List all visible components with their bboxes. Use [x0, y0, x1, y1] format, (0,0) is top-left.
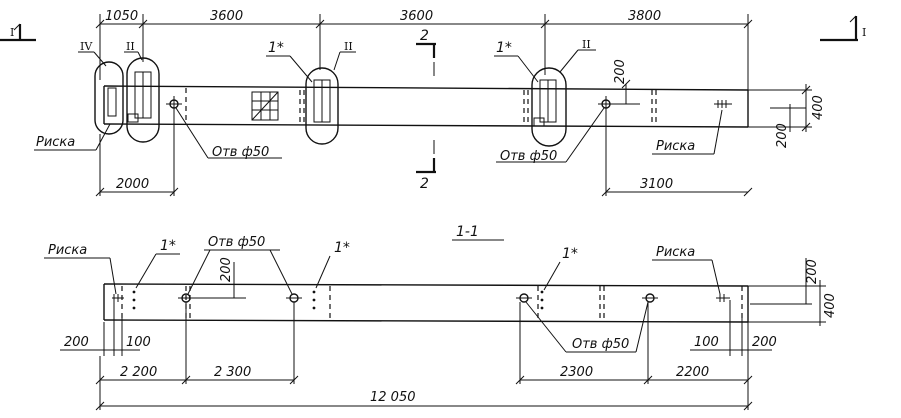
reinforcement-mesh: [251, 91, 279, 121]
dim-3800: 3800: [628, 9, 661, 24]
hole-left-text: Отв ф50: [212, 145, 269, 160]
section-mark-left: I: [0, 23, 36, 42]
section-dim-200-right-bottom: 200: [752, 335, 777, 350]
dim-hole-200: 200: [613, 59, 628, 84]
embedded-parts-right: [523, 79, 557, 127]
section-mark-right: I: [820, 15, 866, 42]
section-star-right: 1*: [562, 246, 578, 262]
hole-left: [166, 96, 182, 112]
callout-mid-ellipse: [305, 67, 339, 145]
dim-3100: 3100: [640, 177, 673, 192]
section-dim-100-right: 100: [694, 335, 719, 350]
section-star-mid: 1*: [334, 240, 350, 256]
section-hole-2: [286, 293, 302, 303]
dim-3600-left: 3600: [210, 9, 243, 24]
risk-label-right: Риска: [652, 109, 723, 155]
section-dim-2200-left: 2 200: [120, 365, 157, 380]
section-star-labels: 1* 1* 1*: [135, 238, 578, 291]
section-title: 1-1: [456, 224, 479, 240]
hole-right-text: Отв ф50: [500, 149, 557, 164]
hole-label-left: Отв ф50: [175, 107, 282, 160]
top-view: 1050 3600 3600 3800 I I: [0, 9, 866, 197]
callout-labels: IV II 1* II 1* II: [78, 38, 596, 83]
dim-400-top: 400: [811, 95, 826, 120]
callout-right-ellipse: [531, 67, 567, 147]
section-2-top-label: 2: [420, 28, 429, 44]
section-dim-hole-200: 200: [219, 257, 234, 282]
callout-ii-mid-label: II: [344, 40, 353, 53]
section-risk-left-text: Риска: [48, 243, 87, 258]
section-dim-400-right: 400: [823, 293, 838, 318]
dim-bottom-top-view: 2000 3100: [95, 112, 753, 197]
section-dim-hole-offset: 200: [190, 257, 246, 299]
section-dim-right-vertical: 200 400: [748, 258, 838, 326]
section-dim-12050: 12 050: [370, 390, 416, 405]
callout-ii-left-label: II: [126, 40, 135, 53]
hole-label-right: Отв ф50: [496, 107, 605, 164]
section-star-left: 1*: [160, 238, 176, 254]
beam-section-outline: [103, 283, 749, 323]
beam-top-outline: [103, 85, 749, 128]
section-mark-left-label: I: [10, 26, 14, 39]
section-hole-bottom-text: Отв ф50: [572, 337, 629, 352]
section-hole-bottom-label: Отв ф50: [525, 301, 649, 353]
top-dimension-chain: 1050 3600 3600 3800: [95, 9, 753, 90]
section-dim-small-row: 200 100 100 200: [60, 300, 777, 356]
section-hole-top-label: Отв ф50: [187, 235, 293, 295]
embedded-parts-left: [107, 71, 152, 123]
section-dim-2200-right: 2200: [676, 365, 709, 380]
callout-star1-a-label: 1*: [268, 40, 284, 56]
section-risk-label-left: Риска: [44, 243, 117, 295]
dim-2000: 2000: [116, 177, 149, 192]
section-hole-4: [642, 293, 658, 303]
risk-mark-right: [714, 100, 732, 108]
section-dim-200-right: 200: [805, 259, 820, 284]
section-dim-middle-row: 2 200 2 300 2300 2200: [95, 302, 753, 410]
callout-iv-ellipse: [94, 61, 124, 135]
dim-1050: 1050: [105, 9, 138, 24]
risk-label-left: Риска: [34, 123, 111, 151]
callout-ii-right-label: II: [582, 38, 591, 51]
section-hole-top-text: Отв ф50: [208, 235, 265, 250]
section-mark-right-label: I: [862, 26, 866, 39]
section-risk-label-right: Риска: [652, 245, 721, 295]
section-embedded-dots: [132, 290, 544, 310]
embedded-parts-mid: [299, 79, 331, 124]
dim-3600-right: 3600: [400, 9, 433, 24]
section-view: 1-1: [44, 224, 838, 411]
section-risk-mark-right: [716, 294, 730, 302]
risk-right-text: Риска: [656, 139, 695, 154]
dim-right-vertical: 400 200: [748, 84, 826, 148]
dim-200-lower: 200: [775, 123, 790, 148]
section-dim-200-left: 200: [64, 335, 89, 350]
callout-star1-b-label: 1*: [496, 40, 512, 56]
section-dim-100-left: 100: [126, 335, 151, 350]
section-hole-3: [516, 293, 532, 303]
callout-ii-left-ellipse: [126, 57, 160, 143]
callout-iv-label: IV: [80, 40, 93, 53]
section-dim-2300-right: 2300: [560, 365, 593, 380]
section-2-bottom-label: 2: [420, 176, 429, 192]
risk-left-text: Риска: [36, 135, 75, 150]
beam-hidden-lines: [185, 88, 657, 126]
section-2-mark: 2 2: [416, 28, 436, 192]
section-dim-2300-left: 2 300: [214, 365, 251, 380]
dim-hole-offset-top: 200: [610, 59, 640, 105]
section-risk-right-text: Риска: [656, 245, 695, 260]
section-dim-total: 12 050: [95, 390, 753, 411]
